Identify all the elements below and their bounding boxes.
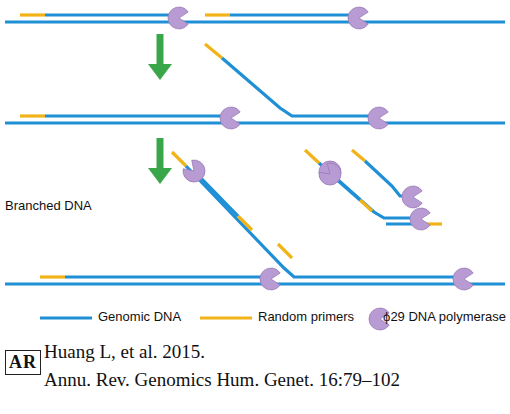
step-arrow	[148, 138, 172, 184]
legend-text: Random primers	[258, 310, 354, 325]
legend-text: ϕ29 DNA polymerase	[383, 310, 506, 325]
branched-dna	[5, 150, 505, 284]
genomic-dna-sample	[40, 316, 92, 319]
figure-label: Branched DNA	[5, 199, 92, 214]
polymerases	[168, 7, 473, 330]
citation-text: Huang L, et al. 2015.	[44, 341, 205, 363]
step-initial	[5, 15, 505, 22]
legend-text: Genomic DNA	[98, 310, 181, 325]
step-arrow	[148, 34, 172, 80]
primer-sample	[200, 316, 252, 319]
step-displacement	[5, 44, 505, 123]
citation-text: Annu. Rev. Genomics Hum. Genet. 16:79–10…	[44, 369, 400, 391]
publisher-logo: AR	[5, 350, 41, 375]
